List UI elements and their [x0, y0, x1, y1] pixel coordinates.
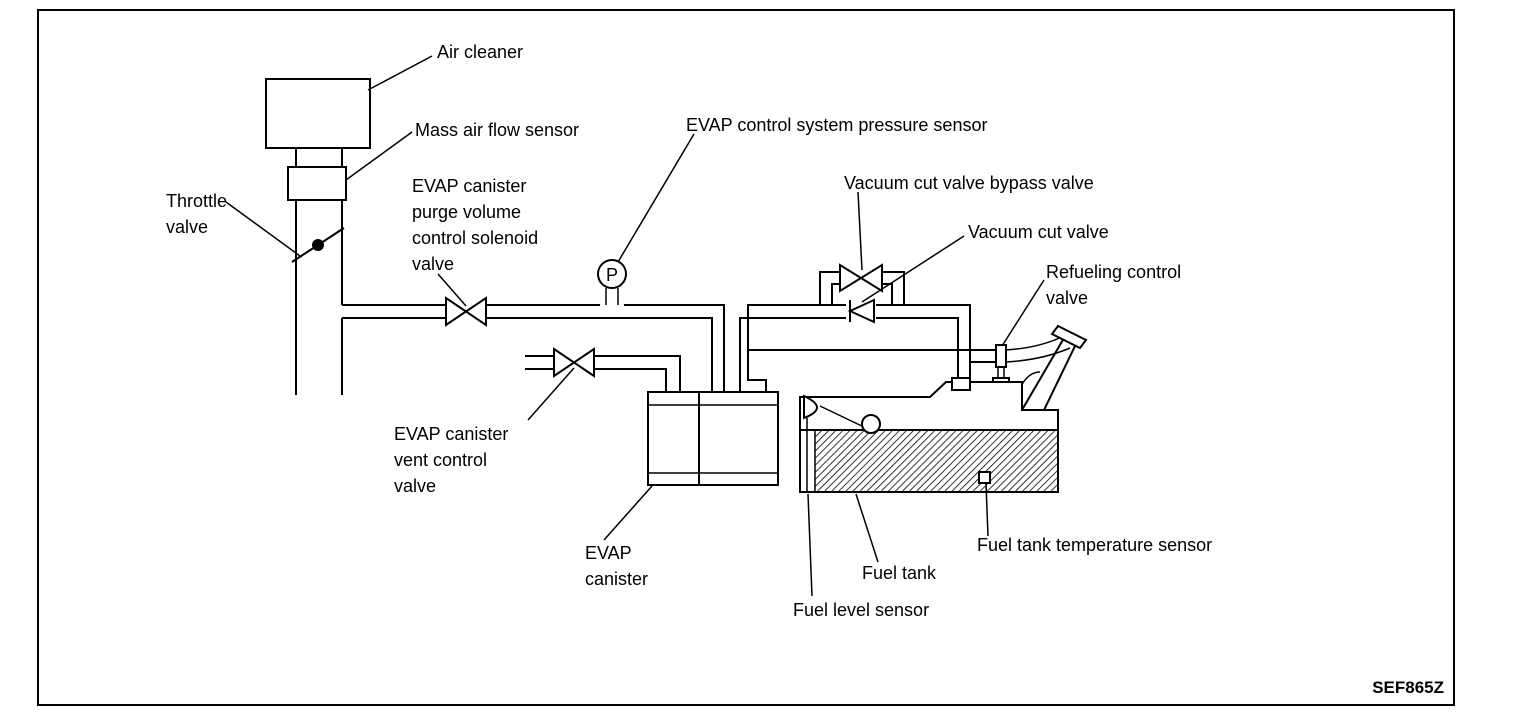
- leader-bypass-valve: [857, 191, 863, 271]
- evap-canister: [647, 391, 779, 486]
- leader-canister: [603, 485, 653, 541]
- leader-temp-sensor: [985, 483, 989, 537]
- label-air-cleaner: Air cleaner: [437, 42, 523, 62]
- label-fuel-level-sensor: Fuel level sensor: [793, 600, 929, 620]
- leader-refueling-valve: [1001, 279, 1045, 347]
- tank-port-box: [951, 377, 971, 391]
- fuel-level-sensor-unit: [803, 394, 818, 420]
- label-purge-volume-control-solenoid-valve: EVAP canister purge volume control solen…: [412, 176, 543, 274]
- purge-solenoid-valve: [445, 296, 487, 327]
- label-throttle-valve: Throttle valve: [166, 191, 232, 237]
- tank-vapor-line-inner: [739, 317, 959, 392]
- label-vacuum-cut-valve: Vacuum cut valve: [968, 222, 1109, 242]
- leader-air-cleaner: [367, 55, 433, 91]
- vent-line-lower-b: [594, 368, 667, 392]
- label-fuel-tank-temperature-sensor: Fuel tank temperature sensor: [977, 535, 1212, 555]
- bypass-line-right: [882, 271, 905, 305]
- vacuum-cut-valve: [847, 298, 875, 324]
- leader-fuel-tank: [855, 493, 879, 563]
- vacuum-cut-valve-bypass-valve: [839, 263, 883, 293]
- label-mass-air-flow-sensor: Mass air flow sensor: [415, 120, 579, 140]
- fuel-level-sensor-float: [861, 414, 881, 434]
- bypass-line-right-inner: [882, 283, 893, 305]
- leader-vent-valve: [527, 367, 575, 421]
- purge-line-lower-2: [486, 317, 713, 392]
- label-refueling-control-valve: Refueling control valve: [1046, 262, 1186, 308]
- leader-pressure-sensor: [617, 133, 695, 263]
- leader-fuel-level: [807, 493, 813, 597]
- diagram-frame: [37, 9, 1455, 706]
- label-evap-canister: EVAP canister: [585, 543, 648, 589]
- filler-cap: [1050, 324, 1088, 350]
- mass-air-flow-sensor-box: [287, 166, 347, 201]
- air-cleaner-box: [265, 78, 371, 149]
- leader-vacuum-cut-valve: [861, 235, 965, 303]
- filler-neck: [1021, 337, 1077, 411]
- fuel-tank-temperature-sensor: [978, 471, 991, 484]
- leader-purge-valve: [437, 273, 467, 307]
- vent-control-valve: [553, 347, 595, 378]
- purge-line-right-upper: [624, 304, 725, 392]
- leader-mass-air-flow: [345, 131, 413, 181]
- refueling-control-valve: [995, 344, 1007, 368]
- fuel-tank-fuel: [814, 429, 1059, 493]
- vent-line-upper-b: [594, 355, 681, 392]
- tank-vapor-line-outer: [747, 349, 971, 392]
- bypass-line-left-inner: [831, 283, 840, 305]
- label-fuel-tank: Fuel tank: [862, 563, 937, 583]
- figure-code: SEF865Z: [1372, 678, 1444, 697]
- pressure-sensor-symbol: P: [606, 265, 618, 285]
- label-vent-control-valve: EVAP canister vent control valve: [394, 424, 513, 496]
- leader-throttle: [225, 201, 301, 257]
- throttle-valve-pivot: [312, 239, 324, 251]
- bypass-line-left: [819, 271, 840, 305]
- pressure-sensor-icon: [597, 259, 627, 289]
- label-pressure-sensor: EVAP control system pressure sensor: [686, 115, 987, 135]
- label-vacuum-cut-valve-bypass-valve: Vacuum cut valve bypass valve: [844, 173, 1094, 193]
- fuel-level-sensor-arm: [819, 405, 867, 429]
